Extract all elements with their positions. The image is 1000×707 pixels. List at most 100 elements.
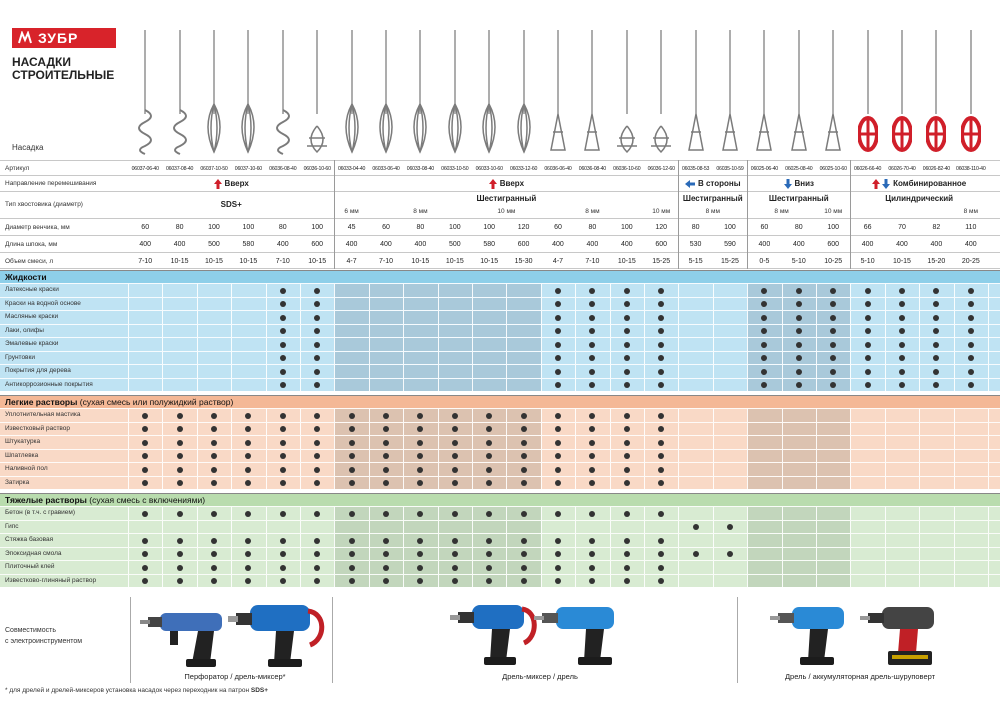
material-label: Покрытия для дерева — [5, 367, 71, 374]
direction-label: Вниз — [747, 179, 850, 189]
compatible-dot — [486, 412, 493, 419]
column-shade — [368, 297, 404, 310]
compatible-dot — [383, 578, 389, 584]
column-line — [816, 574, 817, 587]
volume-cell: 5-10 — [860, 258, 875, 265]
compatible-dot — [589, 480, 596, 486]
section-title-main: Тяжелые растворы — [5, 495, 87, 505]
column-shade — [747, 409, 782, 422]
column-line — [162, 409, 164, 422]
column-line — [162, 507, 164, 520]
diameter-cell: 100 — [311, 224, 324, 231]
article-cell: 06038-110-40 — [956, 166, 986, 172]
column-line — [712, 449, 714, 462]
compatible-dot — [589, 564, 596, 571]
shank-diameter-label: 8 мм — [705, 208, 720, 215]
column-line — [850, 311, 852, 324]
compatible-dot — [589, 510, 596, 517]
diameter-cell: 60 — [554, 224, 562, 231]
footnote: * для дрелей и дрелей-миксеров установка… — [5, 687, 268, 694]
column-line — [988, 547, 989, 560]
column-line — [368, 507, 370, 520]
column-shade — [747, 449, 782, 462]
column-line — [781, 476, 783, 489]
column-line — [472, 409, 473, 422]
article-cell: 06036-08-40 — [578, 166, 606, 172]
mixer-attachment-icon — [959, 30, 982, 155]
compatible-dot — [348, 453, 355, 459]
column-line — [884, 297, 886, 310]
column-line — [884, 436, 886, 449]
length-cell: 400 — [380, 241, 392, 248]
compatible-dot — [211, 426, 217, 432]
column-line — [988, 409, 989, 422]
column-shade — [403, 284, 438, 297]
column-line — [919, 436, 921, 449]
compatible-dot — [314, 551, 321, 557]
column-line — [609, 324, 611, 337]
material-label: Антикоррозионные покрытия — [5, 380, 93, 388]
column-line — [609, 561, 611, 574]
column-line — [162, 297, 164, 310]
column-line — [953, 409, 955, 422]
compatible-dot — [451, 453, 458, 459]
compatible-dot — [279, 412, 286, 419]
volume-cell: 7-10 — [378, 258, 393, 265]
column-line — [712, 378, 714, 391]
column-line — [162, 378, 164, 391]
compatible-dot — [830, 287, 837, 294]
compat-label-line-2: с электроинструментом — [5, 638, 83, 645]
material-row: Затирка — [0, 475, 1000, 489]
compatible-dot — [451, 537, 458, 544]
column-line — [540, 338, 542, 351]
column-line — [988, 365, 989, 378]
material-row: Стяжка базовая — [0, 533, 1000, 547]
article-cell: 06033-04-40 — [337, 166, 366, 172]
column-line — [265, 324, 267, 337]
article-cell: 06025-10-60 — [819, 166, 847, 172]
compatible-dot — [451, 510, 458, 517]
column-shade — [334, 311, 369, 324]
column-line — [403, 561, 405, 574]
compatible-dot — [211, 537, 217, 544]
column-shade — [403, 378, 438, 391]
compatible-dot — [899, 355, 905, 361]
column-line — [988, 422, 989, 435]
compatible-dot — [589, 355, 596, 361]
section-title: Тяжелые растворы (сухая смесь с включени… — [5, 495, 205, 505]
column-shade — [334, 520, 369, 533]
column-line — [678, 547, 680, 560]
column-line — [334, 449, 336, 462]
compatible-dot — [761, 368, 768, 375]
column-line — [334, 520, 336, 533]
column-line — [884, 463, 886, 476]
compatible-dot — [589, 439, 596, 446]
mixer-attachment-icon — [238, 30, 258, 155]
compatible-dot — [314, 368, 321, 375]
compatible-dot — [279, 426, 286, 432]
column-line — [609, 378, 611, 391]
compatible-dot — [383, 510, 389, 517]
column-line — [712, 324, 714, 337]
column-line — [437, 378, 439, 391]
column-line — [712, 574, 714, 587]
column-line — [196, 449, 198, 462]
column-line — [953, 365, 955, 378]
column-line — [506, 547, 508, 560]
compatible-dot — [142, 564, 149, 571]
column-line — [403, 324, 405, 337]
column-line — [678, 449, 680, 462]
column-shade — [781, 463, 816, 476]
column-line — [712, 507, 714, 520]
column-shade — [403, 297, 438, 310]
article-cell: 06026-66-40 — [853, 166, 882, 172]
column-line — [437, 365, 439, 378]
column-line — [437, 338, 439, 351]
column-line — [575, 476, 577, 489]
mixer-attachment-icon — [410, 30, 430, 155]
compatible-dot — [933, 341, 940, 348]
compatible-dot — [555, 314, 561, 321]
column-shade — [816, 520, 851, 533]
column-line — [712, 436, 714, 449]
section-header: Тяжелые растворы (сухая смесь с включени… — [0, 493, 1000, 506]
